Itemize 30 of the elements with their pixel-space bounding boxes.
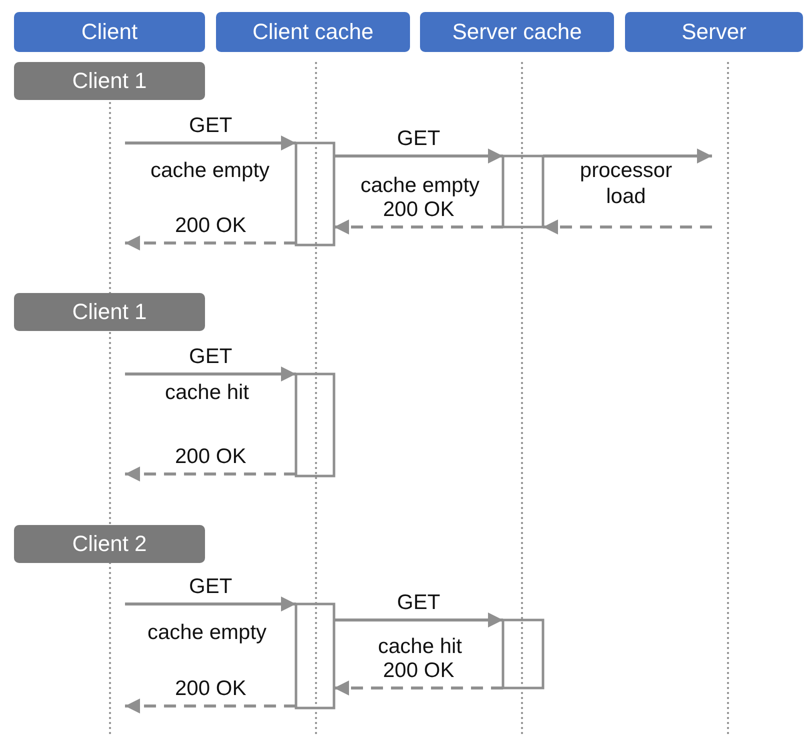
activation-box: [294, 372, 336, 478]
arrow: [125, 236, 296, 250]
note-text: cache hit: [164, 380, 250, 406]
activation-box: [294, 602, 336, 710]
note-text: cache empty: [149, 158, 271, 184]
participant-box: Server cache: [420, 12, 614, 52]
note-text: cache empty: [146, 620, 268, 646]
activation-box: [294, 142, 336, 246]
arrow: [543, 220, 712, 234]
arrow: [543, 148, 712, 164]
arrow: [125, 466, 296, 482]
arrow: [125, 698, 296, 714]
section-header: Client 1: [14, 293, 205, 331]
participant-box: Client: [14, 12, 205, 52]
participant-box: Client cache: [216, 12, 410, 52]
arrow: [125, 596, 296, 612]
participant-box: Server: [625, 12, 803, 52]
note-text: processor load: [578, 158, 674, 210]
section-header: Client 1: [14, 62, 205, 100]
arrow: [334, 680, 503, 696]
arrow: [125, 136, 296, 150]
note-text: cache hit: [376, 634, 464, 660]
arrow: [334, 148, 503, 164]
arrow: [125, 366, 296, 382]
note-text: cache empty: [359, 173, 481, 199]
activation-box: [502, 154, 544, 228]
activation-box: [502, 618, 544, 690]
section-header: Client 2: [14, 525, 205, 563]
arrow: [334, 612, 503, 628]
arrow: [334, 220, 503, 234]
